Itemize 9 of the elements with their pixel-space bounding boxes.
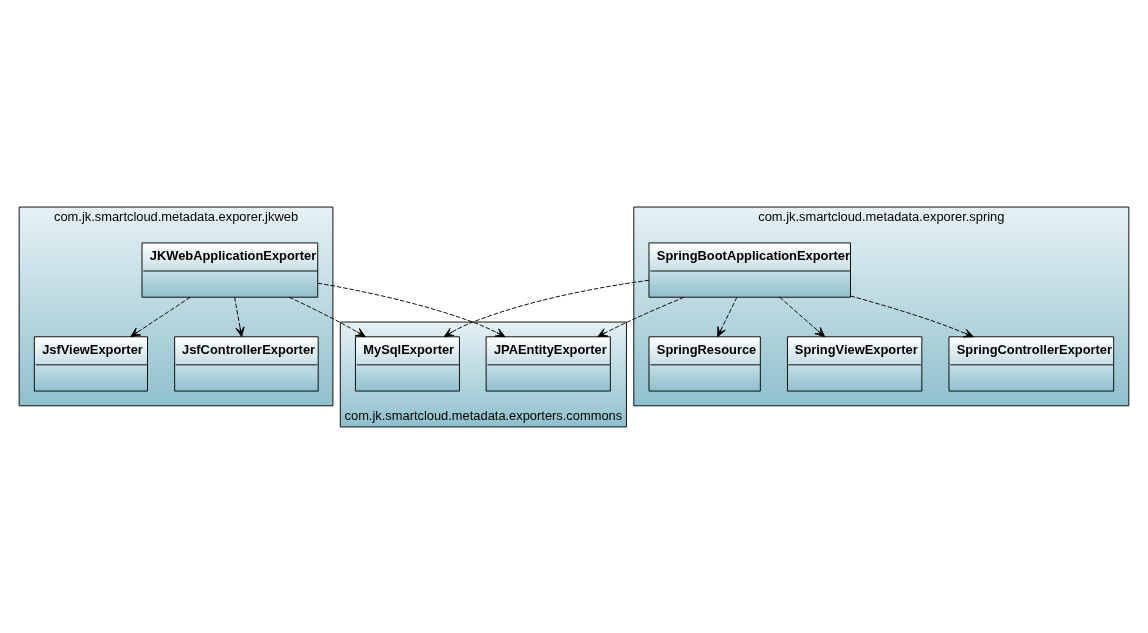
arrow [779, 296, 826, 337]
arrow [443, 279, 650, 337]
arrow [597, 296, 685, 337]
arrow [234, 296, 245, 337]
arrow [288, 296, 366, 337]
arrow [130, 296, 191, 337]
arrow [717, 296, 738, 337]
arrow [317, 282, 506, 337]
arrow [850, 295, 974, 337]
